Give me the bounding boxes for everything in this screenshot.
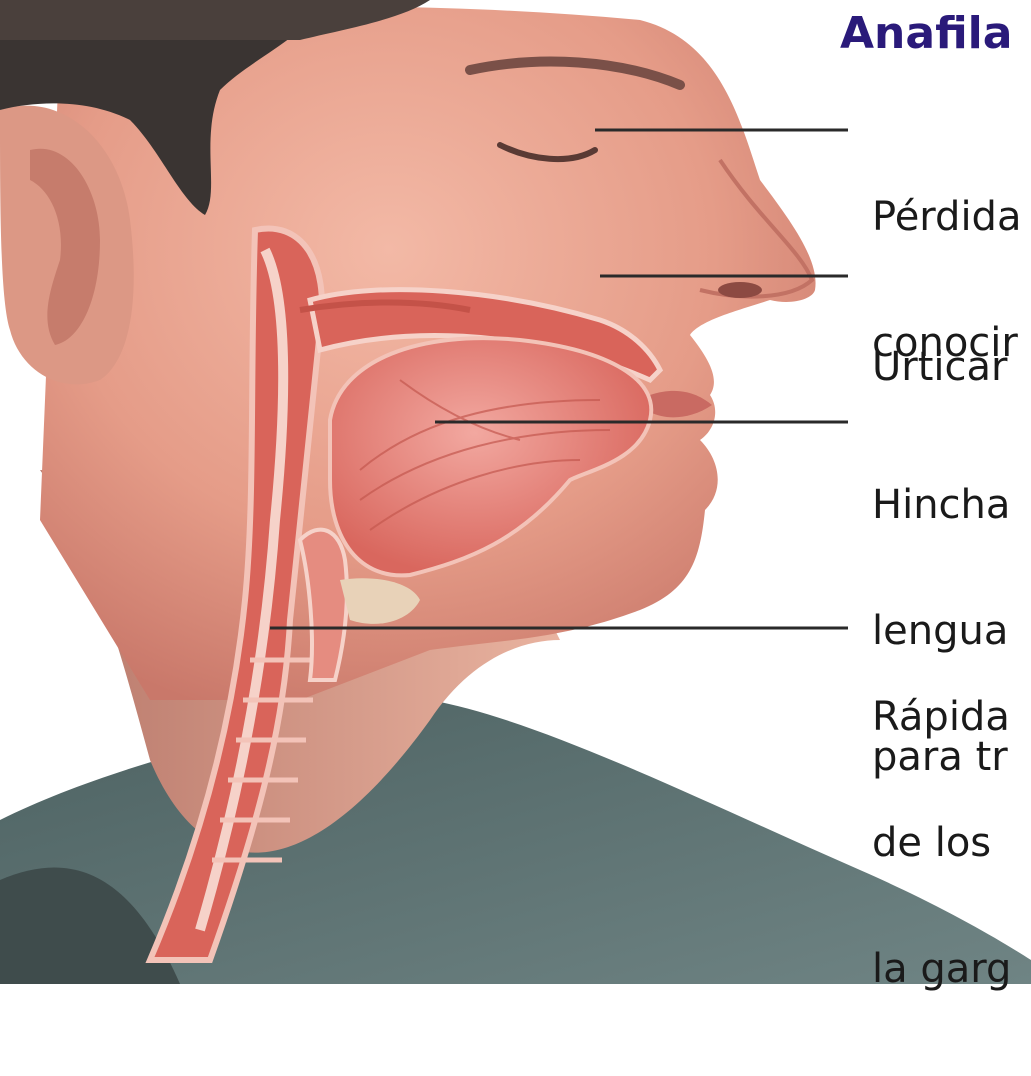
label-line: Pérdida — [872, 196, 1021, 238]
label-line: Urticar — [872, 346, 1007, 388]
label-line: de los — [872, 822, 1011, 864]
label-line: Hincha — [872, 484, 1010, 526]
label-line: Rápida — [872, 696, 1011, 738]
diagram-title: Anafila — [840, 8, 1012, 59]
anaphylaxis-diagram: Anafila Pérdida conocir Urticar Hincha l… — [0, 0, 1031, 984]
label-throat-swelling: Rápida de los la garg — [872, 612, 1011, 1074]
